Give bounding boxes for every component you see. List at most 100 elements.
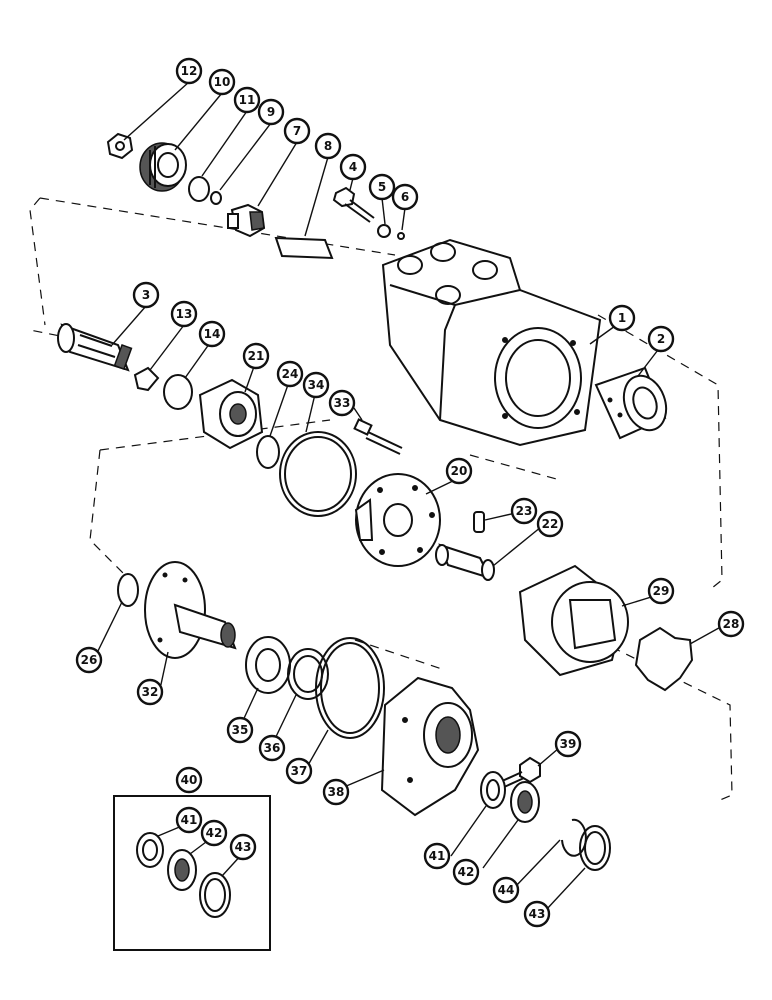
gasket-part-34 [279,431,357,517]
callout-label: 29 [653,584,670,598]
washer-part-43-right [579,825,611,871]
callout-14: 14 [198,320,226,348]
callout-label: 32 [142,685,159,699]
ring-plate-part-20 [354,473,441,567]
callout-35: 35 [226,716,254,744]
seal-41-kit-inner [142,839,158,861]
callout-13: 13 [170,300,198,328]
callout-10: 10 [208,68,236,96]
callout-3: 3 [132,281,160,309]
callout-label: 40 [181,773,198,787]
callout-label: 41 [429,849,446,863]
plate-part-8 [274,236,334,260]
callout-label: 43 [235,840,252,854]
needle-bearing-part-35 [245,636,291,694]
bearing-42-inner [517,790,533,814]
bolt-part-33 [353,418,403,455]
bearing-42-kit-inner [174,858,190,882]
o-ring-part-5 [377,224,391,238]
spool-part-3 [57,323,133,372]
callout-label: 5 [378,180,386,194]
gerotor-ring-part-29 [518,564,629,677]
callout-label: 24 [282,367,299,381]
callout-label: 36 [264,741,281,755]
callout-28: 28 [717,610,745,638]
callout-41: 41 [423,842,451,870]
callout-41-kit: 41 [175,806,203,834]
callout-label: 12 [181,64,198,78]
callout-40: 40 [175,766,203,794]
callout-label: 1 [618,311,626,325]
callout-label: 41 [181,813,198,827]
callout-43: 43 [523,900,551,928]
callout-label: 38 [328,785,345,799]
callout-38: 38 [322,778,350,806]
washer-part-36 [287,648,329,700]
valve-part-7 [227,203,266,238]
bearing-part-21 [198,378,264,450]
callout-label: 7 [293,124,301,138]
callout-label: 20 [451,464,468,478]
sleeve-part-2 [594,366,668,440]
callout-label: 11 [239,93,256,107]
callout-label: 4 [349,160,357,174]
callout-label: 42 [206,826,223,840]
callout-label: 35 [232,723,249,737]
rotor-part-28 [634,626,694,692]
callout-8: 8 [314,132,342,160]
callout-23: 23 [510,497,538,525]
callout-label: 37 [291,764,308,778]
washer-43-inner [584,831,606,865]
callout-label: 33 [334,396,351,410]
callout-label: 2 [657,332,665,346]
end-cover-part-38 [380,676,480,817]
gasket-inner-edge [284,436,352,512]
o-ring-part-11 [188,176,210,202]
callout-20: 20 [445,457,473,485]
callout-label: 42 [458,865,475,879]
callout-4: 4 [339,153,367,181]
callout-label: 26 [81,653,98,667]
callout-label: 22 [542,517,559,531]
callout-label: 21 [248,349,265,363]
callout-36: 36 [258,734,286,762]
seal-ring-part-37 [315,637,385,739]
plunger-part-4 [332,186,375,223]
callout-9: 9 [257,98,285,126]
pin-part-23 [473,511,485,533]
ball-part-6 [397,232,405,240]
callout-24: 24 [276,360,304,388]
ring-part-9 [210,191,222,205]
callout-label: 28 [723,617,740,631]
callout-34: 34 [302,371,330,399]
callout-label: 8 [324,139,332,153]
callout-6: 6 [391,183,419,211]
washer-43-kit-inner [204,878,226,912]
upper-assembly-outline [29,197,723,589]
callout-22: 22 [536,510,564,538]
callout-12: 12 [175,57,203,85]
callout-label: 10 [214,75,231,89]
callout-42-kit: 42 [200,819,228,847]
callout-11: 11 [233,86,261,114]
seal-kit-box [113,795,271,951]
seal-part-41-right [480,771,506,809]
drive-shaft-part-32 [144,561,237,659]
seal-ring-inner-edge [320,642,380,734]
callout-label: 43 [529,907,546,921]
callout-label: 34 [308,378,325,392]
callout-26: 26 [75,646,103,674]
callout-label: 6 [401,190,409,204]
callout-33: 33 [328,389,356,417]
seal-part-41-kit [136,832,164,868]
callout-7: 7 [283,117,311,145]
shaft-part-22 [435,543,495,581]
cap-part-10 [139,142,187,192]
callout-21: 21 [242,342,270,370]
callout-37: 37 [285,757,313,785]
callout-32: 32 [136,678,164,706]
callout-1: 1 [608,304,636,332]
housing-part-1 [381,238,602,447]
callout-44: 44 [492,876,520,904]
